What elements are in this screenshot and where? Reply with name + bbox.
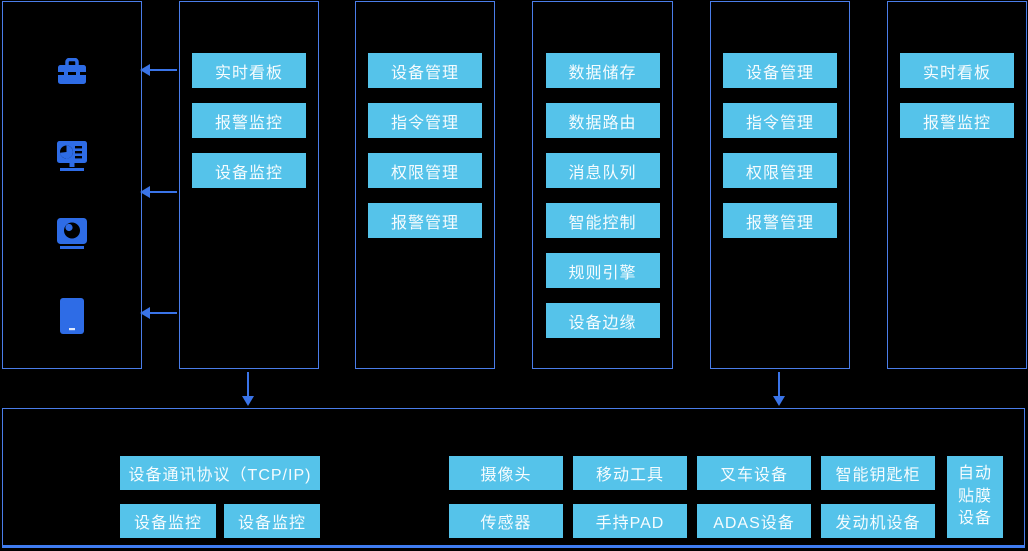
management-left-panel: 设备管理指令管理权限管理报警管理 — [355, 1, 495, 369]
panel-button[interactable]: 智能控制 — [545, 203, 660, 238]
device-button[interactable]: 叉车设备 — [697, 456, 811, 490]
panel-button[interactable]: 指令管理 — [368, 103, 482, 138]
monitor-buttons-row: 设备监控设备监控 — [120, 504, 320, 538]
panel-button[interactable]: 消息队列 — [545, 153, 660, 188]
device-access-panel: 设备通讯协议（TCP/IP) 设备监控设备监控 摄像头移动工具叉车设备智能钥匙柜… — [2, 408, 1025, 548]
panel-button[interactable]: 报警监控 — [192, 103, 306, 138]
panel-button[interactable]: 数据储存 — [545, 53, 660, 88]
panel-button[interactable]: 报警管理 — [368, 203, 482, 238]
device-button[interactable]: 摄像头 — [449, 456, 563, 490]
camera-icon — [55, 218, 89, 254]
smartphone-icon — [59, 298, 85, 340]
toolbox-icon — [55, 57, 89, 91]
panel-button[interactable]: 设备管理 — [368, 53, 482, 88]
dashboard-panel: 实时看板报警监控 — [887, 1, 1027, 369]
device-button[interactable]: 移动工具 — [573, 456, 687, 490]
device-row-1: 摄像头移动工具叉车设备智能钥匙柜 — [449, 456, 935, 490]
device-button[interactable]: 手持PAD — [573, 504, 687, 538]
panel-button[interactable]: 报警管理 — [723, 203, 837, 238]
device-types-panel — [2, 1, 142, 369]
monitoring-app-panel: 实时看板报警监控设备监控 — [179, 1, 319, 369]
panel-button[interactable]: 设备边缘 — [545, 303, 660, 338]
panel-button[interactable]: 规则引擎 — [545, 253, 660, 288]
panel-button[interactable]: 实时看板 — [192, 53, 306, 88]
panel-button[interactable]: 指令管理 — [723, 103, 837, 138]
panel-button[interactable]: 设备管理 — [723, 53, 837, 88]
panel-button[interactable]: 数据路由 — [545, 103, 660, 138]
management-right-panel: 设备管理指令管理权限管理报警管理 — [710, 1, 850, 369]
monitor-button[interactable]: 设备监控 — [224, 504, 320, 538]
panel-button[interactable]: 实时看板 — [900, 53, 1014, 88]
panel-button[interactable]: 权限管理 — [723, 153, 837, 188]
platform-core-panel: 数据储存数据路由消息队列智能控制规则引擎设备边缘 — [532, 1, 673, 369]
device-button[interactable]: 传感器 — [449, 504, 563, 538]
device-button[interactable]: 发动机设备 — [821, 504, 935, 538]
monitor-button[interactable]: 设备监控 — [120, 504, 216, 538]
panel-button[interactable]: 设备监控 — [192, 153, 306, 188]
dashboard-monitor-icon — [55, 140, 89, 176]
device-button[interactable]: 智能钥匙柜 — [821, 456, 935, 490]
panel-button[interactable]: 权限管理 — [368, 153, 482, 188]
device-row-2: 传感器手持PAD ADAS设备发动机设备 — [449, 504, 935, 538]
auto-film-device-button[interactable]: 自动 贴膜 设备 — [947, 456, 1003, 538]
protocol-button[interactable]: 设备通讯协议（TCP/IP) — [120, 456, 320, 490]
panel-button[interactable]: 报警监控 — [900, 103, 1014, 138]
device-button[interactable]: ADAS设备 — [697, 504, 811, 538]
